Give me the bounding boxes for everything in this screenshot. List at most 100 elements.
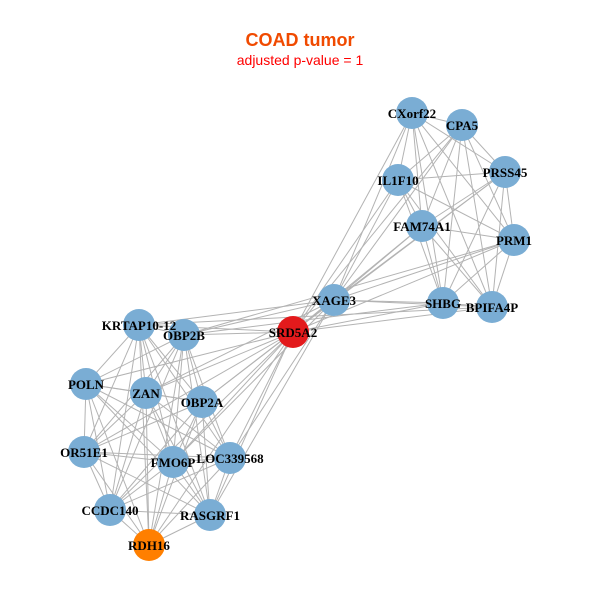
node-label-ccdc140: CCDC140 xyxy=(81,503,138,518)
node-prss45[interactable] xyxy=(489,156,521,188)
node-shbg[interactable] xyxy=(427,287,459,319)
node-rdh16[interactable] xyxy=(133,529,165,561)
node-or51e1[interactable] xyxy=(68,436,100,468)
node-label-cxorf22: CXorf22 xyxy=(388,106,436,121)
edge-CXorf22-XAGE3 xyxy=(333,112,413,301)
edge-OBP2A-CCDC140 xyxy=(109,401,203,511)
node-label-xage3: XAGE3 xyxy=(312,293,357,308)
node-fam74a1[interactable] xyxy=(406,210,438,242)
edge-KRTAP10-12-OR51E1 xyxy=(83,324,140,453)
edge-SRD5A2-OR51E1 xyxy=(83,331,294,453)
edge-KRTAP10-12-LOC339568 xyxy=(138,324,231,459)
edge-POLN-RDH16 xyxy=(85,383,150,546)
edge-XAGE3-OBP2A xyxy=(201,299,335,403)
edge-ZAN-CCDC140 xyxy=(109,392,147,511)
edge-POLN-FMO6P xyxy=(85,383,174,463)
node-label-il1f10: IL1F10 xyxy=(377,173,418,188)
node-label-obp2a: OBP2A xyxy=(181,395,224,410)
edge-PRM1-XAGE3 xyxy=(333,239,515,301)
edge-SRD5A2-LOC339568 xyxy=(229,331,294,459)
edge-XAGE3-ZAN xyxy=(145,299,335,394)
node-label-cpa5: CPA5 xyxy=(446,118,479,133)
edge-OR51E1-LOC339568 xyxy=(83,451,231,459)
edge-CPA5-FAM74A1 xyxy=(421,124,463,227)
edge-SRD5A2-KRTAP10-12 xyxy=(138,324,294,333)
nodes-layer xyxy=(68,97,530,561)
edge-XAGE3-KRTAP10-12 xyxy=(138,299,335,326)
edge-SRD5A2-RASGRF1 xyxy=(209,331,294,516)
edge-CPA5-BPIFA4P xyxy=(461,124,493,308)
node-label-srd5a2: SRD5A2 xyxy=(269,325,317,340)
node-cxorf22[interactable] xyxy=(396,97,428,129)
edge-XAGE3-OBP2B xyxy=(183,299,335,336)
node-ccdc140[interactable] xyxy=(94,494,126,526)
edge-OBP2B-POLN xyxy=(85,334,185,385)
edge-KRTAP10-12-RDH16 xyxy=(138,324,150,546)
node-zan[interactable] xyxy=(130,377,162,409)
node-obp2a[interactable] xyxy=(186,386,218,418)
edge-KRTAP10-12-RASGRF1 xyxy=(138,324,211,516)
edge-ZAN-LOC339568 xyxy=(145,392,231,459)
edge-SRD5A2-CXorf22 xyxy=(292,112,413,333)
node-label-rdh16: RDH16 xyxy=(128,538,170,553)
edge-PRSS45-SHBG xyxy=(442,171,506,304)
edge-XAGE3-LOC339568 xyxy=(229,299,335,459)
node-bpifa4p[interactable] xyxy=(476,291,508,323)
edge-IL1F10-PRSS45 xyxy=(397,171,506,181)
edge-PRM1-OBP2B xyxy=(183,239,515,336)
node-label-rasgrf1: RASGRF1 xyxy=(180,508,240,523)
node-cpa5[interactable] xyxy=(446,109,478,141)
node-label-zan: ZAN xyxy=(132,386,160,401)
edge-IL1F10-PRM1 xyxy=(397,179,515,241)
edge-CPA5-SHBG xyxy=(442,124,463,304)
node-fmo6p[interactable] xyxy=(157,446,189,478)
edge-SRD5A2-RDH16 xyxy=(148,331,294,546)
edge-IL1F10-XAGE3 xyxy=(333,179,399,301)
edge-SRD5A2-CCDC140 xyxy=(109,331,294,511)
edge-CXorf22-BPIFA4P xyxy=(411,112,493,308)
node-krtap10-12[interactable] xyxy=(123,309,155,341)
node-label-bpifa4p: BPIFA4P xyxy=(466,300,519,315)
node-label-prm1: PRM1 xyxy=(496,233,532,248)
edge-FAM74A1-BPIFA4P xyxy=(421,225,493,308)
node-obp2b[interactable] xyxy=(168,319,200,351)
edge-IL1F10-BPIFA4P xyxy=(397,179,493,308)
edge-CPA5-XAGE3 xyxy=(333,124,463,301)
node-poln[interactable] xyxy=(70,368,102,400)
edge-SHBG-OBP2B xyxy=(183,302,444,336)
edge-XAGE3-BPIFA4P xyxy=(333,299,493,308)
edge-OBP2A-RASGRF1 xyxy=(201,401,211,516)
edge-CXorf22-PRM1 xyxy=(411,112,515,241)
node-label-krtap10-12: KRTAP10-12 xyxy=(102,318,176,333)
node-prm1[interactable] xyxy=(498,224,530,256)
node-label-poln: POLN xyxy=(68,377,105,392)
edge-CCDC140-RASGRF1 xyxy=(109,509,211,516)
edge-CXorf22-SHBG xyxy=(411,112,444,304)
edge-CXorf22-PRSS45 xyxy=(411,112,506,173)
node-il1f10[interactable] xyxy=(382,164,414,196)
edge-CXorf22-FAM74A1 xyxy=(411,112,423,227)
edge-SRD5A2-FAM74A1 xyxy=(292,225,423,333)
edge-PRSS45-FAM74A1 xyxy=(421,171,506,227)
edge-KRTAP10-12-CCDC140 xyxy=(109,324,140,511)
node-label-loc339568: LOC339568 xyxy=(196,451,264,466)
edge-OBP2B-RDH16 xyxy=(148,334,185,546)
node-srd5a2[interactable] xyxy=(277,316,309,348)
chart-title: COAD tumor xyxy=(245,30,355,50)
node-xage3[interactable] xyxy=(318,284,350,316)
edge-OR51E1-RASGRF1 xyxy=(83,451,211,516)
edge-POLN-RASGRF1 xyxy=(85,383,211,516)
node-label-shbg: SHBG xyxy=(425,296,461,311)
edge-SRD5A2-IL1F10 xyxy=(292,179,399,333)
node-label-obp2b: OBP2B xyxy=(163,328,205,343)
node-label-prss45: PRSS45 xyxy=(483,165,528,180)
chart-subtitle: adjusted p-value = 1 xyxy=(236,52,364,68)
node-loc339568[interactable] xyxy=(214,442,246,474)
node-label-fmo6p: FMO6P xyxy=(151,455,196,470)
edge-LOC339568-RDH16 xyxy=(148,457,231,546)
edge-SRD5A2-ZAN xyxy=(145,331,294,394)
edge-XAGE3-RASGRF1 xyxy=(209,299,335,516)
node-rasgrf1[interactable] xyxy=(194,499,226,531)
